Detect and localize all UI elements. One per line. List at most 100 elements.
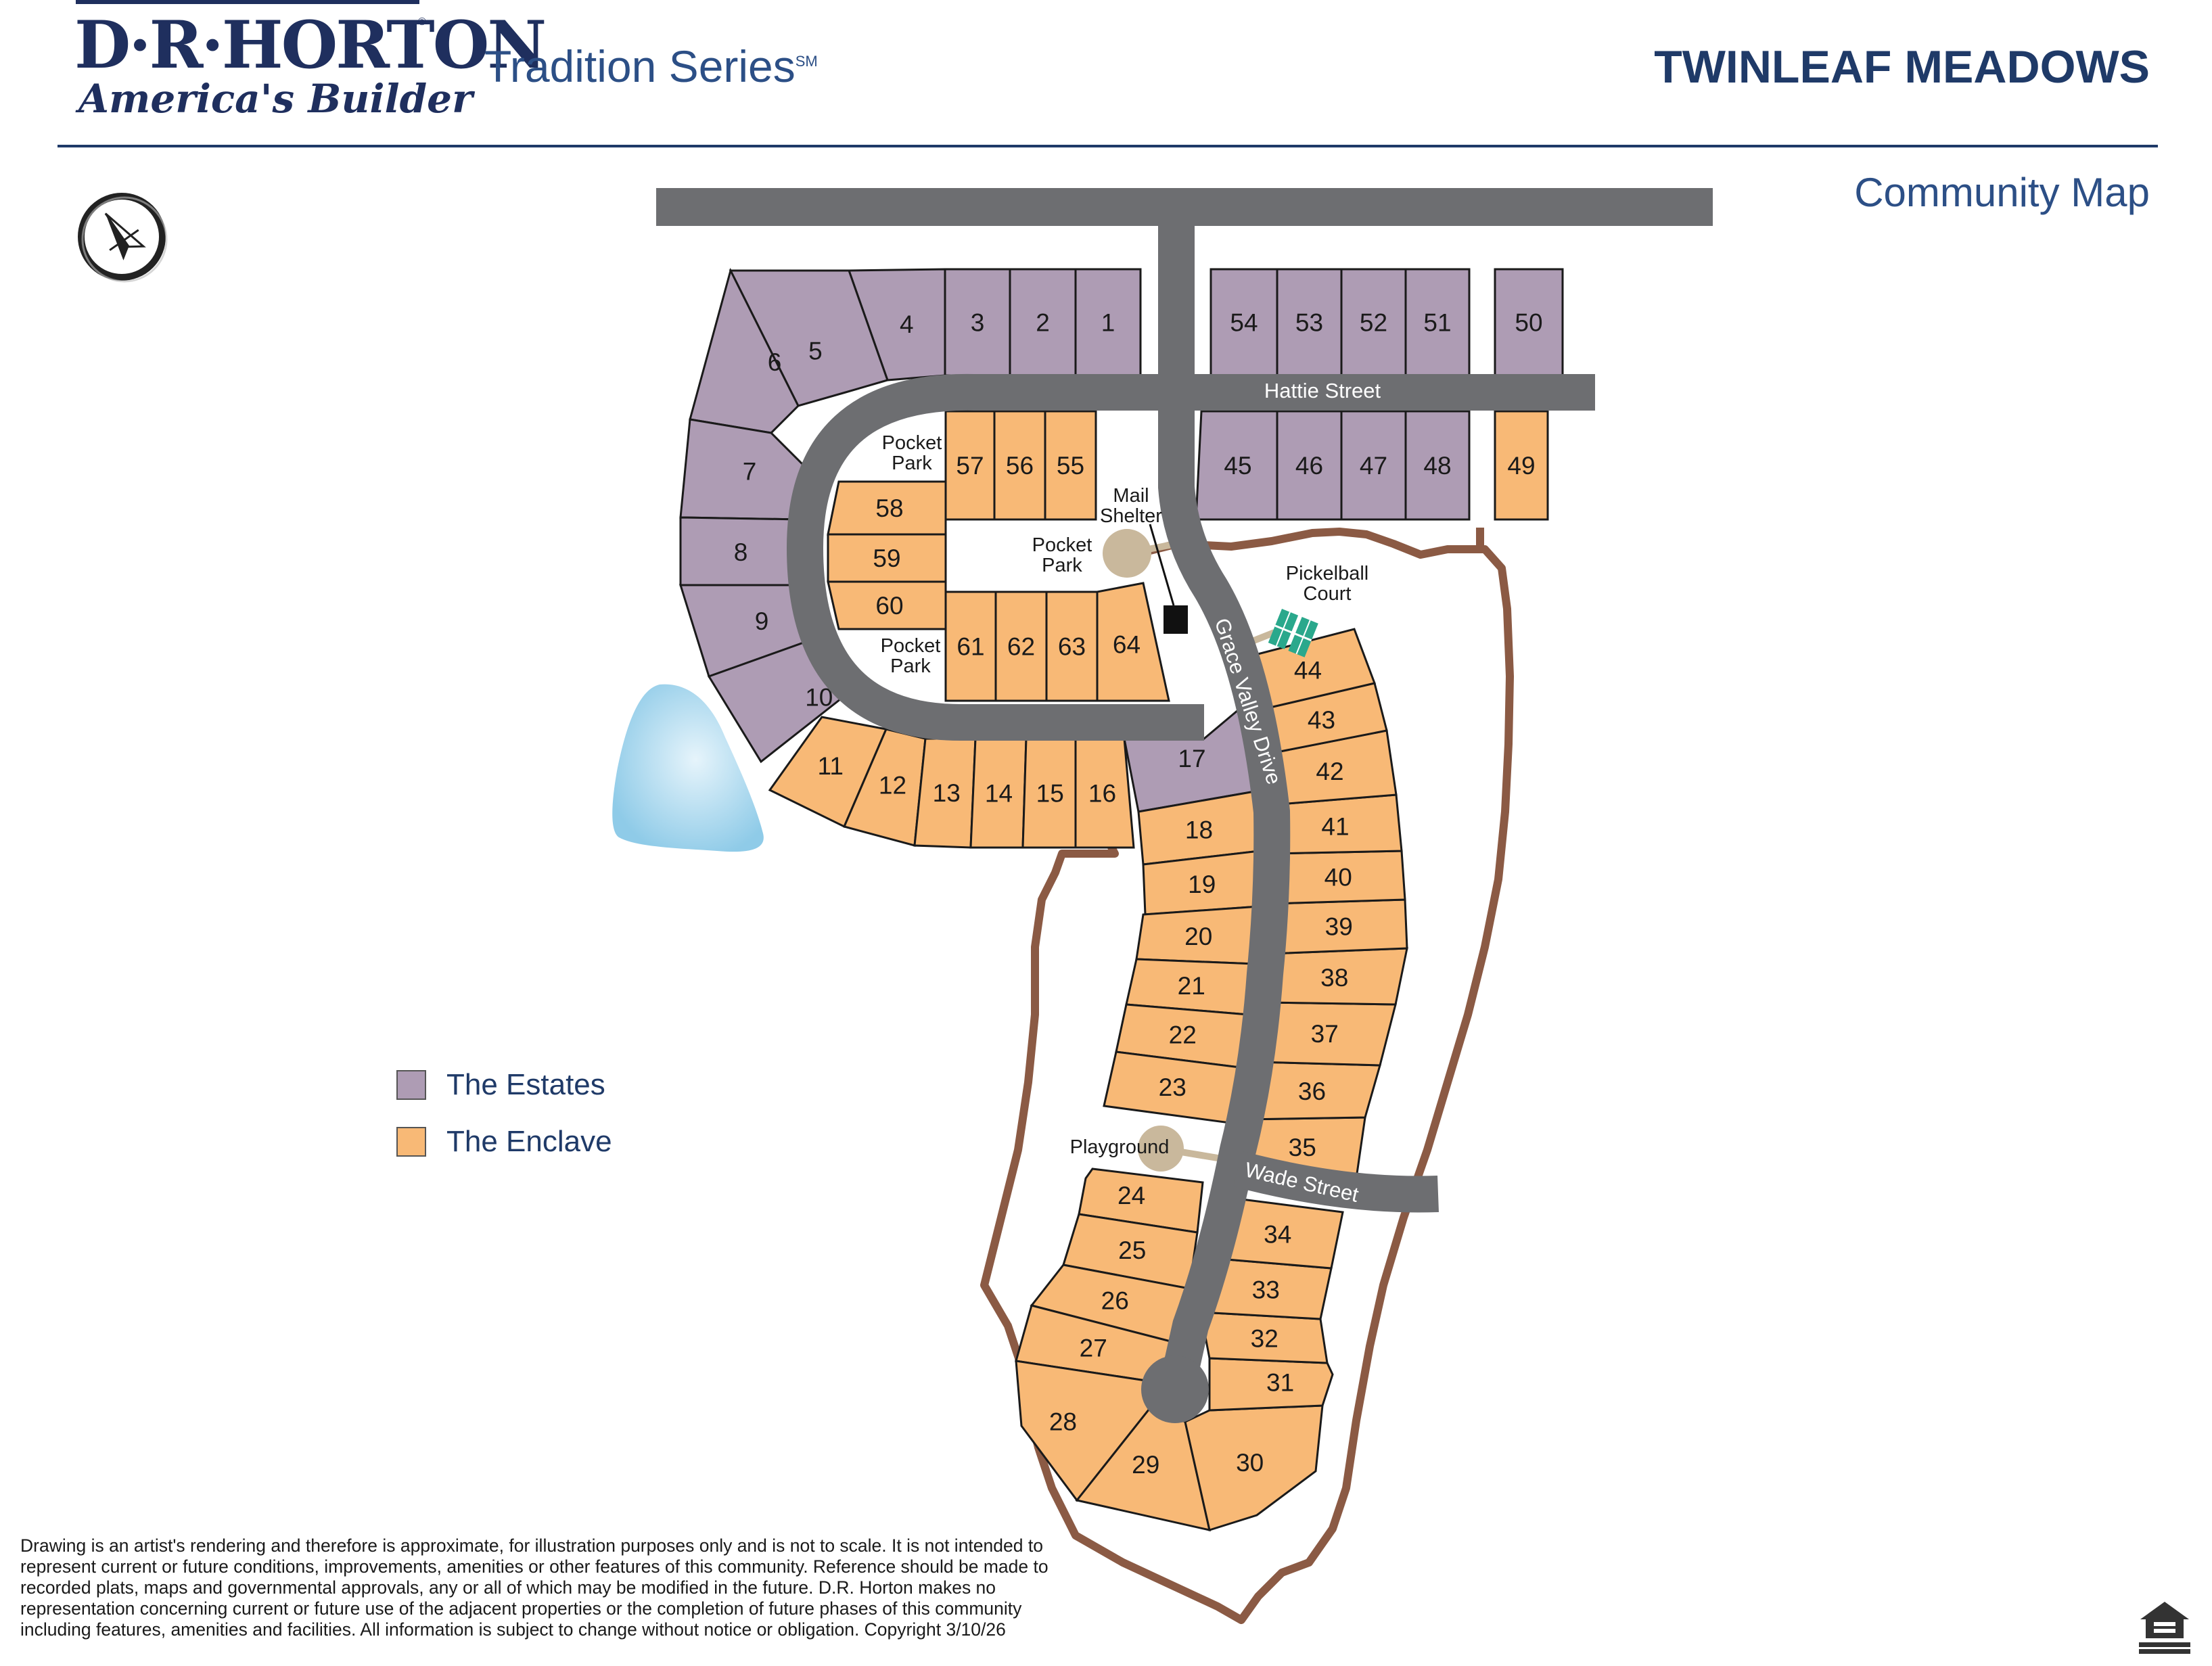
lot-number: 24 xyxy=(1117,1182,1145,1209)
lot-number: 62 xyxy=(1007,633,1035,661)
mail-shelter-label-b: Shelter xyxy=(1100,505,1162,527)
lot-number: 41 xyxy=(1321,812,1349,840)
lot-number: 61 xyxy=(957,633,984,661)
community-name: TWINLEAF MEADOWS xyxy=(1654,41,2150,93)
mail-shelter-icon xyxy=(1163,605,1188,634)
lot-number: 53 xyxy=(1295,309,1323,337)
mail-shelter-label: Mail xyxy=(1113,485,1149,507)
lot-number: 14 xyxy=(985,780,1013,808)
map-title: Community Map xyxy=(1854,170,2150,215)
lot-24 xyxy=(1078,1167,1204,1234)
pocket-park-label-1b: Park xyxy=(892,453,932,474)
pocket-park-label-1: Pocket xyxy=(882,432,942,454)
pocket-park-label-2: Pocket xyxy=(1032,534,1092,556)
lot-number: 2 xyxy=(1036,309,1050,337)
lot-number: 46 xyxy=(1295,452,1323,480)
legend-swatch-enclave xyxy=(396,1127,426,1157)
roads xyxy=(656,188,1713,1423)
lot-number: 54 xyxy=(1230,309,1258,337)
lot-number: 27 xyxy=(1080,1334,1107,1362)
lot-number: 34 xyxy=(1264,1220,1291,1248)
lot-number: 13 xyxy=(933,779,961,807)
lot-number: 8 xyxy=(734,538,748,566)
lot-number: 35 xyxy=(1289,1134,1316,1161)
lot-number: 11 xyxy=(818,752,844,780)
lot-number: 1 xyxy=(1101,309,1115,337)
pond xyxy=(612,684,764,852)
lot-number: 4 xyxy=(900,310,914,338)
lot-number: 16 xyxy=(1088,780,1116,808)
series-title: Tradition SeriesSM xyxy=(484,41,818,92)
pocket-park-label-2b: Park xyxy=(1042,555,1082,576)
lot-number: 25 xyxy=(1118,1236,1146,1264)
lot-number: 64 xyxy=(1113,630,1140,658)
lot-number: 51 xyxy=(1423,309,1451,337)
lot-number: 58 xyxy=(875,494,903,522)
header: D·R·HORTON ® America's Builder Tradition… xyxy=(0,0,2212,156)
logo-bar xyxy=(76,0,419,4)
lot-number: 43 xyxy=(1308,706,1335,734)
lot-number: 32 xyxy=(1251,1324,1278,1352)
lot-number: 17 xyxy=(1178,745,1205,772)
lot-number: 21 xyxy=(1178,972,1205,1000)
lot-number: 50 xyxy=(1515,309,1542,337)
lot-number: 52 xyxy=(1360,309,1387,337)
lot-number: 18 xyxy=(1185,816,1213,844)
pocket-park-label-3b: Park xyxy=(890,655,931,677)
hattie-street-road xyxy=(786,373,1595,741)
lot-number: 40 xyxy=(1324,864,1352,892)
legend-swatch-estates xyxy=(396,1070,426,1100)
lot-number: 44 xyxy=(1294,657,1322,685)
equal-housing-opportunity-icon xyxy=(2139,1602,2190,1654)
lot-number: 6 xyxy=(768,348,782,376)
legend-item-enclave: The Enclave xyxy=(396,1113,612,1170)
brand-logo: D·R·HORTON xyxy=(74,7,547,83)
lot-number: 63 xyxy=(1058,633,1086,661)
legend-item-estates: The Estates xyxy=(396,1057,612,1113)
lot-number: 7 xyxy=(743,458,757,486)
legend: The Estates The Enclave xyxy=(396,1057,612,1170)
service-mark: SM xyxy=(795,53,818,70)
mail-shelter-leader xyxy=(1149,524,1175,606)
north-arrow-icon xyxy=(78,193,168,283)
lot-number: 12 xyxy=(879,772,906,800)
lot-49 xyxy=(1494,410,1549,521)
pocket-park-circle xyxy=(1103,529,1151,578)
grace-valley-drive-road xyxy=(1158,406,1291,1391)
lot-number: 57 xyxy=(956,452,984,480)
lot-number: 47 xyxy=(1360,452,1387,480)
lot-number: 5 xyxy=(808,337,823,365)
pickleball-label: Pickelball xyxy=(1286,563,1369,584)
lot-64 xyxy=(1096,582,1170,702)
lot-number: 19 xyxy=(1188,871,1216,898)
lot-number: 9 xyxy=(755,607,769,635)
walking-trail xyxy=(769,528,1514,1624)
brand-tagline: America's Builder xyxy=(78,76,473,122)
lot-number: 36 xyxy=(1298,1078,1326,1105)
playground-circle xyxy=(1138,1126,1184,1172)
lot-number: 37 xyxy=(1311,1020,1339,1048)
lot-number: 30 xyxy=(1236,1449,1264,1477)
lot-number: 38 xyxy=(1320,964,1348,992)
cul-de-sac xyxy=(1141,1356,1209,1423)
lot-number: 26 xyxy=(1101,1287,1129,1315)
legend-label: The Enclave xyxy=(446,1125,612,1158)
lot-number: 42 xyxy=(1316,758,1343,785)
lot-number: 22 xyxy=(1169,1021,1197,1049)
lot-number: 48 xyxy=(1423,452,1451,480)
lot-number: 60 xyxy=(875,592,903,620)
wade-street-road xyxy=(1233,1151,1439,1213)
lot-number: 3 xyxy=(971,309,985,337)
pickleball-label-b: Court xyxy=(1304,583,1352,605)
lot-number: 55 xyxy=(1057,452,1084,480)
lot-number: 29 xyxy=(1132,1451,1159,1479)
lot-number: 49 xyxy=(1507,452,1535,480)
header-rule xyxy=(57,145,2158,147)
series-name: Tradition Series xyxy=(484,41,796,91)
legend-label: The Estates xyxy=(446,1068,605,1101)
playground-label: Playground xyxy=(1070,1136,1170,1158)
lot-number: 59 xyxy=(873,545,900,572)
lot-number: 23 xyxy=(1159,1073,1186,1101)
lot-number: 15 xyxy=(1036,780,1064,808)
